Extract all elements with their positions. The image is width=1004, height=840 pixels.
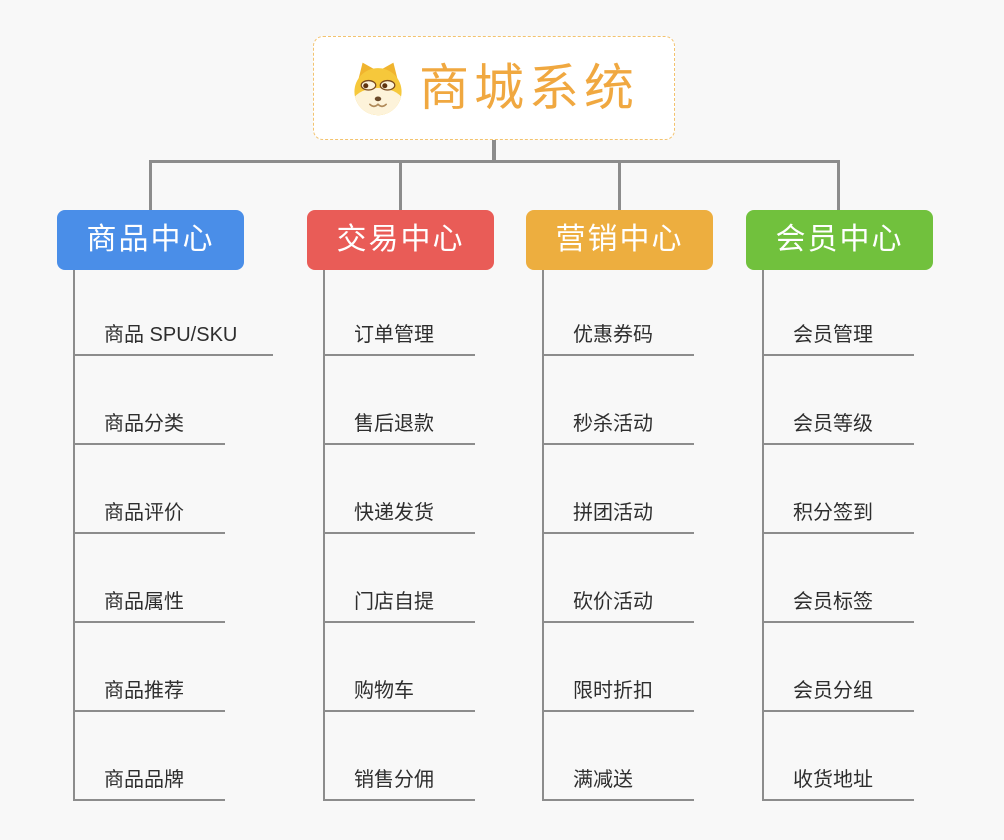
child-item[interactable]: 限时折扣 <box>544 623 694 712</box>
branch-member-center: 会员中心 会员管理 会员等级 积分签到 会员标签 会员分组 收货地址 <box>746 210 933 801</box>
root-node-mall-system[interactable]: 商城系统 <box>313 36 675 140</box>
child-item[interactable]: 砍价活动 <box>544 534 694 623</box>
child-list-trade: 订单管理 售后退款 快递发货 门店自提 购物车 销售分佣 <box>323 270 475 801</box>
child-label: 订单管理 <box>354 324 434 346</box>
child-label: 限时折扣 <box>573 680 653 702</box>
child-item[interactable]: 优惠券码 <box>544 270 694 356</box>
child-item[interactable]: 会员等级 <box>764 356 914 445</box>
child-list-member: 会员管理 会员等级 积分签到 会员标签 会员分组 收货地址 <box>762 270 914 801</box>
child-label: 商品 SPU/SKU <box>104 324 238 346</box>
child-label: 会员等级 <box>793 413 873 435</box>
child-label: 商品属性 <box>104 591 184 613</box>
child-item[interactable]: 秒杀活动 <box>544 356 694 445</box>
child-label: 优惠券码 <box>573 324 653 346</box>
child-label: 商品推荐 <box>104 680 184 702</box>
root-title: 商城系统 <box>419 60 639 116</box>
child-list-product: 商品 SPU/SKU 商品分类 商品评价 商品属性 商品推荐 商品品牌 <box>73 270 274 801</box>
child-label: 秒杀活动 <box>573 413 653 435</box>
child-item[interactable]: 购物车 <box>325 623 475 712</box>
child-item[interactable]: 收货地址 <box>764 712 914 801</box>
branch-label: 交易中心 <box>336 223 465 256</box>
child-item[interactable]: 拼团活动 <box>544 445 694 534</box>
child-label: 购物车 <box>354 680 414 702</box>
child-label: 商品评价 <box>104 502 184 524</box>
child-item[interactable]: 销售分佣 <box>325 712 475 801</box>
child-label: 拼团活动 <box>573 502 653 524</box>
branch-node-product-center[interactable]: 商品中心 <box>57 210 244 270</box>
child-label: 门店自提 <box>354 591 434 613</box>
child-item[interactable]: 会员分组 <box>764 623 914 712</box>
child-label: 积分签到 <box>793 502 873 524</box>
child-label: 会员分组 <box>793 680 873 702</box>
branch-marketing-center: 营销中心 优惠券码 秒杀活动 拼团活动 砍价活动 限时折扣 满减送 <box>526 210 713 801</box>
connector-drop-product <box>149 160 152 212</box>
child-label: 售后退款 <box>354 413 434 435</box>
child-label: 会员管理 <box>793 324 873 346</box>
child-list-marketing: 优惠券码 秒杀活动 拼团活动 砍价活动 限时折扣 满减送 <box>542 270 694 801</box>
child-label: 会员标签 <box>793 591 873 613</box>
child-item[interactable]: 商品推荐 <box>75 623 225 712</box>
child-item[interactable]: 售后退款 <box>325 356 475 445</box>
dog-face-icon <box>354 62 402 116</box>
child-item[interactable]: 商品分类 <box>75 356 225 445</box>
child-item[interactable]: 快递发货 <box>325 445 475 534</box>
child-item[interactable]: 会员标签 <box>764 534 914 623</box>
child-label: 满减送 <box>573 769 633 791</box>
branch-node-trade-center[interactable]: 交易中心 <box>307 210 494 270</box>
child-item[interactable]: 商品评价 <box>75 445 225 534</box>
child-item[interactable]: 会员管理 <box>764 270 914 356</box>
child-item[interactable]: 满减送 <box>544 712 694 801</box>
child-label: 快递发货 <box>354 502 434 524</box>
branch-node-marketing-center[interactable]: 营销中心 <box>526 210 713 270</box>
branch-label: 营销中心 <box>555 223 684 256</box>
child-label: 收货地址 <box>793 769 873 791</box>
branch-label: 会员中心 <box>775 223 904 256</box>
branch-label: 商品中心 <box>86 223 215 256</box>
child-label: 商品品牌 <box>104 769 184 791</box>
branch-trade-center: 交易中心 订单管理 售后退款 快递发货 门店自提 购物车 销售分佣 <box>307 210 494 801</box>
connector-drop-trade <box>399 160 402 212</box>
child-item[interactable]: 订单管理 <box>325 270 475 356</box>
child-label: 砍价活动 <box>573 591 653 613</box>
child-label: 商品分类 <box>104 413 184 435</box>
connector-drop-member <box>837 160 840 212</box>
child-item[interactable]: 商品品牌 <box>75 712 225 801</box>
child-item[interactable]: 商品 SPU/SKU <box>75 270 274 356</box>
child-item[interactable]: 积分签到 <box>764 445 914 534</box>
branch-product-center: 商品中心 商品 SPU/SKU 商品分类 商品评价 商品属性 商品推荐 商品品牌 <box>57 210 274 801</box>
connector-drop-marketing <box>618 160 621 212</box>
connector-horizontal-bar <box>149 160 840 163</box>
branch-node-member-center[interactable]: 会员中心 <box>746 210 933 270</box>
child-item[interactable]: 门店自提 <box>325 534 475 623</box>
child-label: 销售分佣 <box>354 769 434 791</box>
child-item[interactable]: 商品属性 <box>75 534 225 623</box>
connector-root-stem <box>492 140 496 163</box>
